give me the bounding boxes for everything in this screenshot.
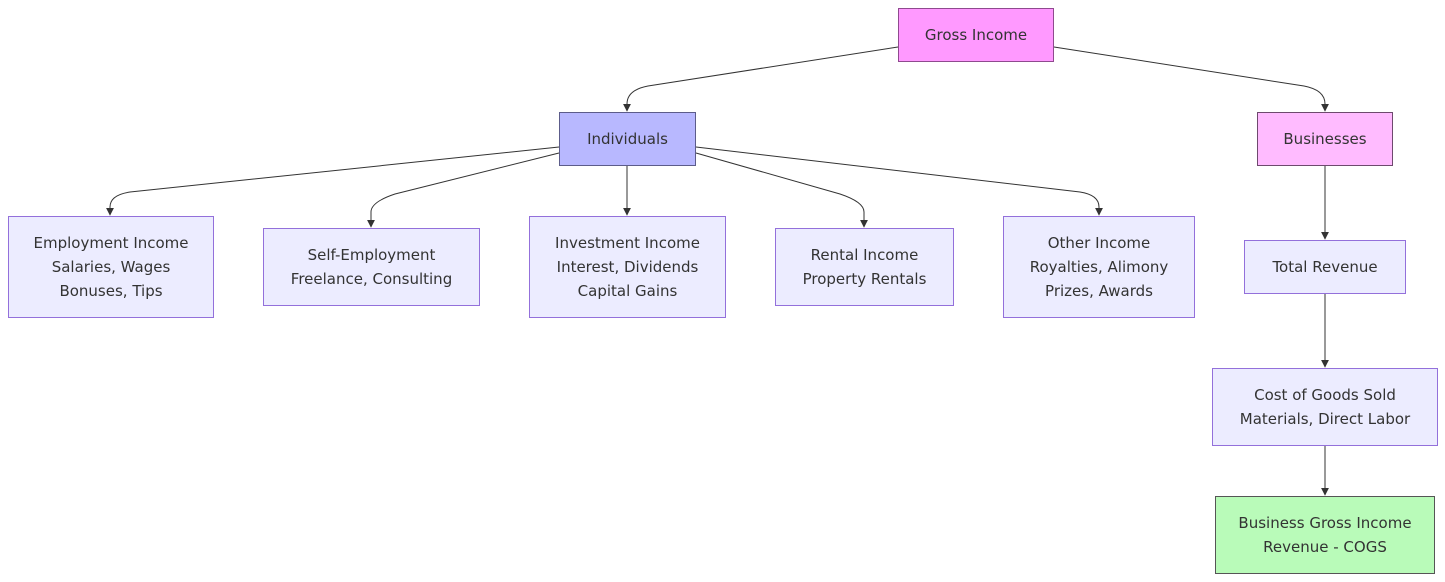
node-sublabel: Royalties, Alimony <box>1029 258 1169 276</box>
edge-individuals-to-other-income <box>695 146 1103 216</box>
edge-individuals-to-self-employment <box>367 152 560 228</box>
node-label: Individuals <box>587 130 668 148</box>
edge-individuals-to-rental-income <box>695 152 868 228</box>
node-sublabel: Capital Gains <box>577 282 678 300</box>
edge-gross-income-to-businesses <box>1053 46 1329 112</box>
node-label: Gross Income <box>924 26 1028 44</box>
node-individuals: Individuals <box>559 112 696 166</box>
edge-gross-income-to-individuals <box>623 46 899 112</box>
node-label: Employment Income <box>33 234 189 252</box>
node-other-income: Other Income Royalties, Alimony Prizes, … <box>1003 216 1195 318</box>
edge-individuals-to-employment-income <box>106 146 560 216</box>
node-sublabel: Property Rentals <box>802 270 927 288</box>
node-sublabel: Revenue - COGS <box>1263 538 1387 556</box>
node-sublabel: Materials, Direct Labor <box>1239 410 1411 428</box>
node-total-revenue: Total Revenue <box>1244 240 1406 294</box>
node-label: Rental Income <box>810 246 919 264</box>
node-employment-income: Employment Income Salaries, Wages Bonuse… <box>8 216 214 318</box>
node-label: Cost of Goods Sold <box>1254 386 1396 404</box>
node-rental-income: Rental Income Property Rentals <box>775 228 954 306</box>
node-cost-of-goods-sold: Cost of Goods Sold Materials, Direct Lab… <box>1212 368 1438 446</box>
node-label: Business Gross Income <box>1238 514 1412 532</box>
node-label: Other Income <box>1047 234 1151 252</box>
node-label: Total Revenue <box>1272 258 1378 276</box>
node-gross-income: Gross Income <box>898 8 1054 62</box>
node-sublabel: Salaries, Wages <box>51 258 171 276</box>
node-business-gross-income: Business Gross Income Revenue - COGS <box>1215 496 1435 574</box>
node-sublabel: Bonuses, Tips <box>59 282 163 300</box>
node-sublabel: Interest, Dividends <box>556 258 699 276</box>
node-investment-income: Investment Income Interest, Dividends Ca… <box>529 216 726 318</box>
node-label: Self-Employment <box>307 246 436 264</box>
node-businesses: Businesses <box>1257 112 1393 166</box>
node-sublabel: Prizes, Awards <box>1045 282 1153 300</box>
node-label: Businesses <box>1283 130 1367 148</box>
node-sublabel: Freelance, Consulting <box>290 270 453 288</box>
node-self-employment: Self-Employment Freelance, Consulting <box>263 228 480 306</box>
node-label: Investment Income <box>555 234 700 252</box>
